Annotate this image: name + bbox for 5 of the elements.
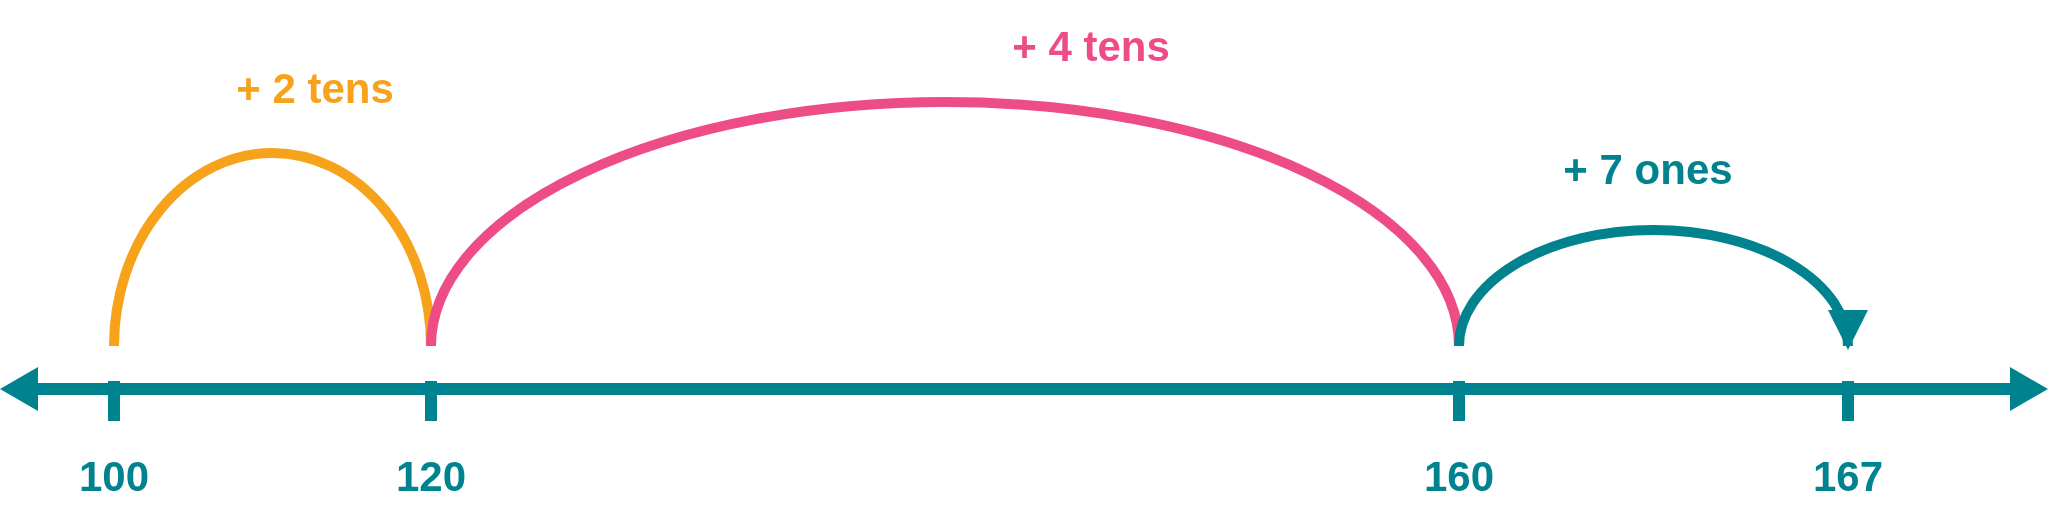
number-label: 120 — [395, 456, 467, 498]
number-label: 100 — [78, 456, 150, 498]
jump-arrow — [1454, 225, 1865, 350]
number-label: 167 — [1812, 456, 1884, 498]
number-label: 160 — [1423, 456, 1495, 498]
